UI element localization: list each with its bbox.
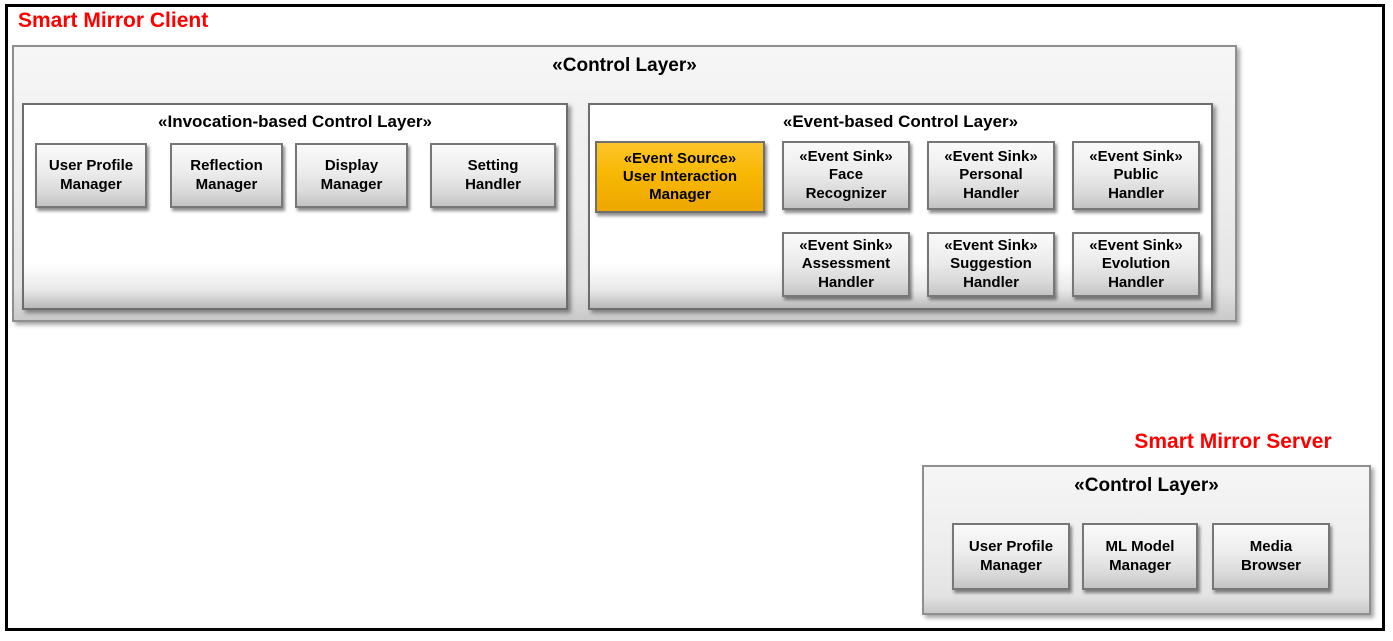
- component-label: «Event Sink» Evolution Handler: [1089, 237, 1183, 291]
- client-control-layer-title: «Control Layer»: [552, 55, 697, 76]
- component-setting-handler: Setting Handler: [430, 143, 556, 208]
- invocation-control-layer: «Invocation-based Control Layer» User Pr…: [22, 103, 568, 310]
- component-ml-model-manager: ML Model Manager: [1082, 523, 1198, 590]
- component-user-profile-manager-server: User Profile Manager: [952, 523, 1070, 590]
- component-media-browser: Media Browser: [1212, 523, 1330, 590]
- component-label: «Event Sink» Suggestion Handler: [944, 237, 1038, 291]
- component-label: «Event Sink» Assessment Handler: [799, 237, 893, 291]
- server-control-layer-panel: «Control Layer» User Profile Manager ML …: [922, 465, 1371, 615]
- component-label: User Profile Manager: [968, 538, 1054, 574]
- component-reflection-manager: Reflection Manager: [170, 143, 283, 208]
- component-display-manager: Display Manager: [295, 143, 408, 208]
- client-title: Smart Mirror Client: [18, 9, 209, 32]
- server-control-layer-title: «Control Layer»: [1074, 475, 1219, 496]
- component-label: Display Manager: [320, 157, 383, 193]
- component-label: Media Browser: [1240, 538, 1302, 574]
- component-assessment-handler: «Event Sink» Assessment Handler: [782, 232, 910, 297]
- component-label: «Event Sink» Public Handler: [1089, 148, 1183, 202]
- component-suggestion-handler: «Event Sink» Suggestion Handler: [927, 232, 1055, 297]
- component-label: Setting Handler: [465, 157, 521, 193]
- component-label: «Event Sink» Face Recognizer: [799, 148, 893, 202]
- event-control-layer-title: «Event-based Control Layer»: [782, 112, 1019, 131]
- client-control-layer-panel: «Control Layer» «Invocation-based Contro…: [12, 45, 1237, 322]
- component-label: ML Model Manager: [1105, 538, 1175, 574]
- invocation-control-layer-title: «Invocation-based Control Layer»: [158, 112, 432, 131]
- component-label: «Event Sink» Personal Handler: [944, 148, 1038, 202]
- component-public-handler: «Event Sink» Public Handler: [1072, 141, 1200, 210]
- server-title: Smart Mirror Server: [1134, 430, 1332, 453]
- component-label: User Profile Manager: [48, 157, 134, 193]
- component-label: «Event Source» User Interaction Manager: [622, 149, 738, 204]
- diagram-frame: Smart Mirror Client «Control Layer» «Inv…: [5, 4, 1385, 631]
- component-face-recognizer: «Event Sink» Face Recognizer: [782, 141, 910, 210]
- component-personal-handler: «Event Sink» Personal Handler: [927, 141, 1055, 210]
- component-user-profile-manager-client: User Profile Manager: [35, 143, 147, 208]
- component-user-interaction-manager-event-source: «Event Source» User Interaction Manager: [595, 141, 765, 213]
- event-control-layer: «Event-based Control Layer» «Event Sourc…: [588, 103, 1213, 310]
- component-label: Reflection Manager: [190, 157, 263, 193]
- component-evolution-handler: «Event Sink» Evolution Handler: [1072, 232, 1200, 297]
